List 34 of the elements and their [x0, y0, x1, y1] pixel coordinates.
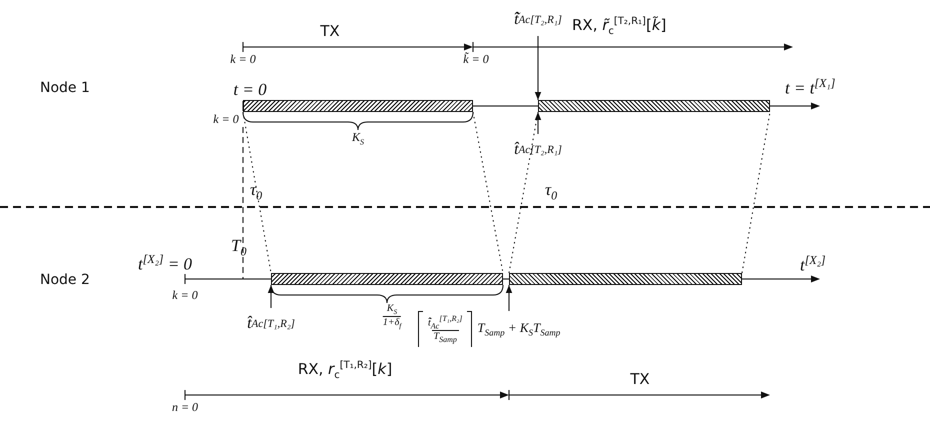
hatched-bar — [271, 273, 503, 285]
math-label: n = 0 — [172, 400, 198, 415]
arrow — [268, 284, 274, 308]
formula-denominator: T$_{Samp}$ — [432, 330, 459, 344]
math-label: t = 0 — [233, 80, 267, 100]
arrow — [534, 36, 542, 100]
formula-text: T$_{Samp}$ + K$_{S}$T$_{Samp}$ — [477, 320, 560, 338]
connector-line — [508, 112, 538, 274]
math-label: τ$_{0}$ — [250, 180, 262, 204]
connector-line — [742, 112, 770, 274]
text-label: RX, r̃$_{c}$$^{[T₂,R₁]}$[k̃] — [572, 16, 666, 37]
math-label: τ$_{0}$ — [545, 180, 558, 204]
text-label: Node 1 — [40, 80, 90, 96]
math-label: t$^{[X₂]}$ = 0 — [138, 252, 192, 275]
math-label: K$_{S}$ — [386, 303, 398, 316]
arrow — [506, 284, 512, 312]
connector-line — [242, 112, 272, 274]
math-label: k = 0 — [230, 52, 256, 67]
math-label: k̃ = 0 — [463, 52, 489, 67]
math-label: t$^{[X₂]}$ — [800, 253, 826, 276]
math-label: k = 0 — [172, 288, 198, 303]
hatched-bar — [538, 100, 770, 112]
hatched-bar — [243, 100, 473, 112]
arrow — [534, 112, 542, 134]
math-label: k = 0 — [213, 112, 239, 127]
text-label: Node 2 — [40, 272, 90, 288]
text-label: TX — [320, 22, 340, 40]
math-label: t = t$^{[X₁]}$ — [785, 76, 836, 99]
math-label: K$_{S}$ — [352, 130, 364, 146]
text-label: TX — [630, 370, 650, 388]
hatched-bar — [509, 273, 742, 285]
connector-line — [472, 112, 504, 274]
text-label: RX, r$_{c}$$^{[T₁,R₂]}$[k] — [298, 360, 392, 381]
math-label: 1+δ$_{f}$ — [382, 316, 402, 330]
